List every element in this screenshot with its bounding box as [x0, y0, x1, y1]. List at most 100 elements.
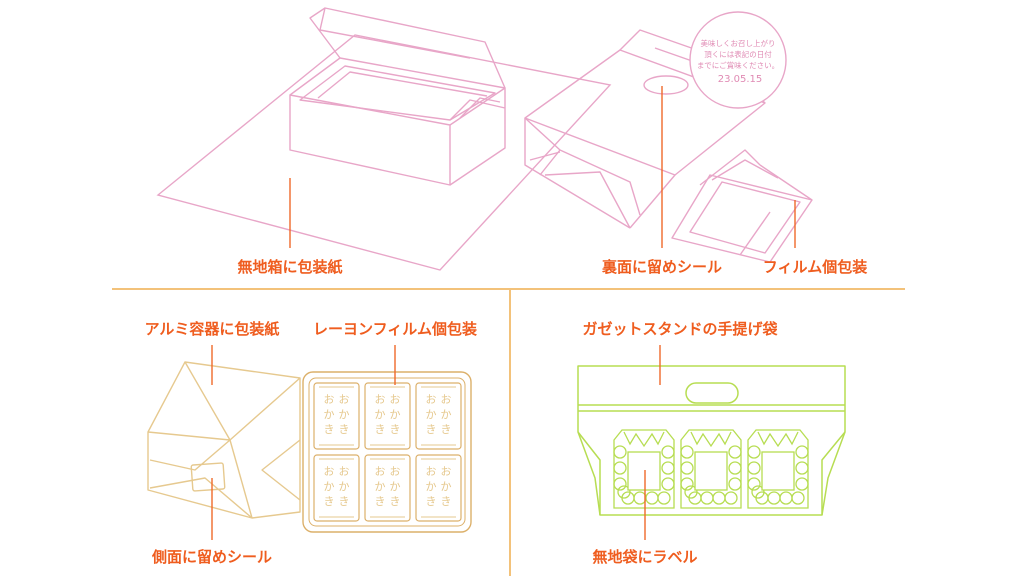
snack-pack: おかき おかき — [415, 382, 462, 450]
top-section: 美味しくお召し上がり 頂くには表記の日付 までにご賞味ください。 23.05.1… — [156, 7, 868, 276]
snack-pack-char: か — [426, 408, 437, 421]
pouch-label — [694, 451, 728, 491]
bead — [751, 485, 765, 499]
wrapping-paper-sheet — [156, 34, 612, 271]
snack-pack-char: き — [339, 495, 350, 508]
snack-pack-char: お — [375, 393, 386, 406]
snack-pack-char: か — [324, 408, 335, 421]
snack-pack-char: か — [390, 480, 401, 493]
bag-pouch — [680, 429, 742, 509]
snack-pack-char: お — [324, 393, 335, 406]
film-packs — [671, 149, 813, 263]
snack-pack: おかき おかき — [364, 454, 411, 522]
snack-pack-char: お — [339, 393, 350, 406]
bead — [680, 445, 694, 459]
snack-pack-char: き — [324, 423, 335, 436]
snack-pack-char: き — [426, 495, 437, 508]
bead — [617, 485, 631, 499]
bag-pouches — [613, 429, 809, 509]
bead — [700, 491, 714, 505]
bead — [747, 445, 761, 459]
label-side-seal: 側面に留めシール — [151, 548, 272, 566]
tag-date: 23.05.15 — [718, 74, 763, 85]
bead — [724, 491, 738, 505]
pouch-label — [761, 451, 795, 491]
date-tag-circle — [689, 11, 787, 109]
bead — [795, 477, 809, 491]
bead — [661, 445, 675, 459]
bead — [795, 445, 809, 459]
wrapped-alu-container — [147, 361, 301, 519]
snack-pack-char: か — [339, 408, 350, 421]
bead — [728, 445, 742, 459]
bead — [728, 461, 742, 475]
snack-pack-char: き — [324, 495, 335, 508]
tag-line-3: までにご賞味ください。 — [697, 60, 779, 70]
snack-pack: おかき おかき — [313, 454, 360, 522]
bead — [767, 491, 781, 505]
snack-pack-char: か — [324, 480, 335, 493]
sealed-box — [524, 29, 766, 229]
tag-line-1: 美味しくお召し上がり — [701, 38, 776, 48]
bead — [728, 477, 742, 491]
bead — [613, 477, 627, 491]
snack-pack-char: お — [390, 393, 401, 406]
label-gusset-bag: ガゼットスタンドの手提げ袋 — [582, 320, 778, 338]
snack-pack-char: き — [375, 495, 386, 508]
bottom-left-section: アルミ容器に包装紙 レーヨンフィルム個包装 側面に留めシール おかきおかきおかき… — [145, 320, 478, 566]
bead — [645, 491, 659, 505]
snack-pack-char: か — [441, 480, 452, 493]
snack-pack-char: き — [390, 423, 401, 436]
snack-pack-char: き — [426, 423, 437, 436]
snack-pack: おかき おかき — [415, 454, 462, 522]
snack-pack-char: お — [375, 465, 386, 478]
snack-pack-char: お — [324, 465, 335, 478]
bead — [791, 491, 805, 505]
bead — [661, 461, 675, 475]
snack-pack-char: か — [390, 408, 401, 421]
snack-pack-char: お — [390, 465, 401, 478]
snack-pack-char: お — [426, 465, 437, 478]
bead — [657, 491, 671, 505]
snack-pack-char: き — [441, 495, 452, 508]
snack-pack-char: か — [375, 480, 386, 493]
snack-pack-char: き — [375, 423, 386, 436]
bead — [680, 477, 694, 491]
bag-pouch — [747, 429, 809, 509]
bead — [633, 491, 647, 505]
snack-pack: おかき おかき — [364, 382, 411, 450]
snack-pack-char: お — [426, 393, 437, 406]
snack-pack-char: か — [375, 408, 386, 421]
snack-pack-char: お — [441, 465, 452, 478]
plain-box — [289, 7, 506, 186]
snack-pack-char: き — [390, 495, 401, 508]
bead — [712, 491, 726, 505]
tag-line-2: 頂くには表記の日付 — [704, 49, 772, 59]
bag-pouch — [613, 429, 675, 509]
bead — [661, 477, 675, 491]
bag-handle-hole — [685, 382, 739, 404]
snack-pack-char: お — [339, 465, 350, 478]
bottom-right-section: ガゼットスタンドの手提げ袋 無地袋にラベル — [577, 320, 846, 566]
snack-pack-char: き — [339, 423, 350, 436]
label-alu-container: アルミ容器に包装紙 — [145, 320, 280, 338]
bead — [779, 491, 793, 505]
snack-pack-char: か — [426, 480, 437, 493]
label-plain-bag: 無地袋にラベル — [592, 548, 697, 566]
bead — [747, 477, 761, 491]
label-plain-box: 無地箱に包装紙 — [237, 258, 342, 276]
snack-pack-char: き — [441, 423, 452, 436]
snack-pack-char: か — [441, 408, 452, 421]
snack-tray — [302, 371, 472, 533]
label-film-wrap: フィルム個包装 — [763, 258, 868, 276]
bead — [613, 461, 627, 475]
snack-pack: おかき おかき — [313, 382, 360, 450]
snack-pack-char: か — [339, 480, 350, 493]
label-rayon-film: レーヨンフィルム個包装 — [313, 320, 478, 338]
bead — [680, 461, 694, 475]
label-back-seal: 裏面に留めシール — [601, 258, 722, 276]
pouch-label — [627, 451, 661, 491]
snack-pack-char: お — [441, 393, 452, 406]
